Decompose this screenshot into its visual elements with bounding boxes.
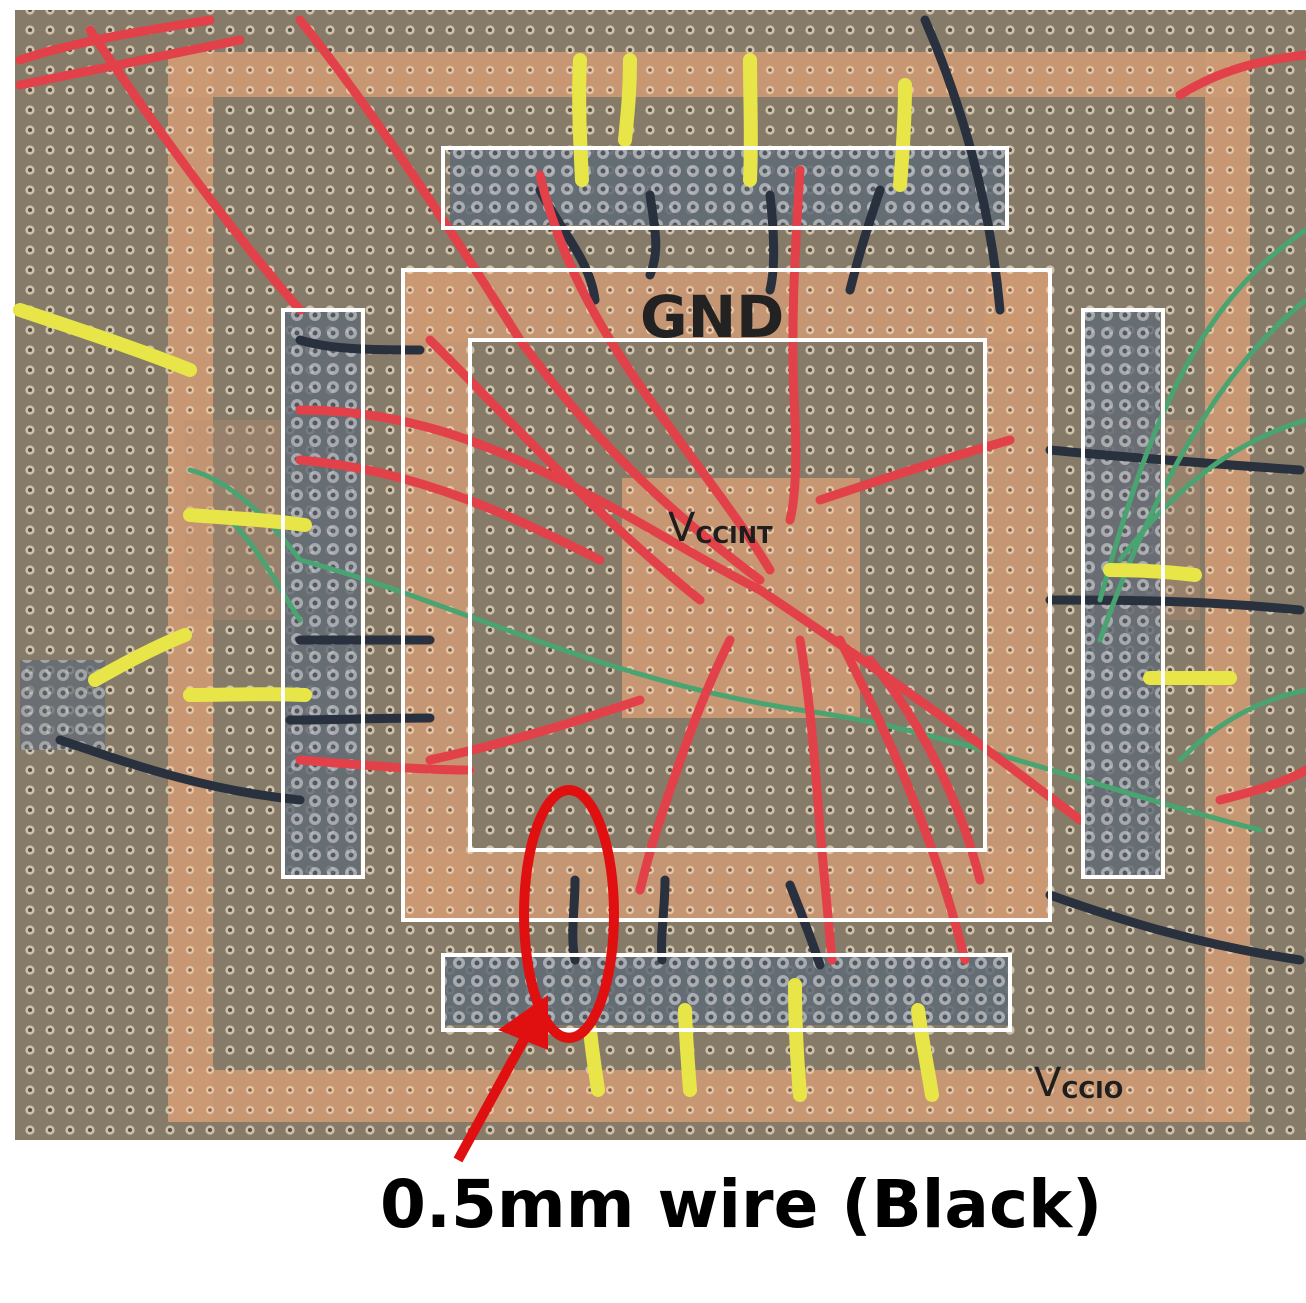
vccint-label-main: V [668,505,696,551]
red-callout [453,785,619,1163]
caption: 0.5mm wire (Black) [380,1166,1103,1243]
gnd-inner-box [468,338,987,852]
annotation-boxes [281,146,1165,1032]
callout-arrow-shaft [453,1022,537,1163]
right-header-box [1081,308,1165,879]
vccio-label-main: V [1034,1060,1062,1106]
yellow-wires [13,53,1237,1102]
gnd-label: GND [640,283,785,351]
callout-ellipse [519,785,619,1043]
vccio-label: VCCIO [1034,1063,1123,1103]
red-wires [15,15,1306,965]
gnd-outer-box [401,268,1052,922]
bottom-header-box [441,953,1012,1032]
vccint-label-sub: CCINT [695,523,773,549]
top-header-box [441,146,1009,230]
vccio-label-sub: CCIO [1061,1078,1124,1104]
vccint-label: VCCINT [668,508,773,548]
left-header-box [281,308,365,879]
callout-arrow-head [498,995,548,1050]
black-wires [55,15,1305,970]
